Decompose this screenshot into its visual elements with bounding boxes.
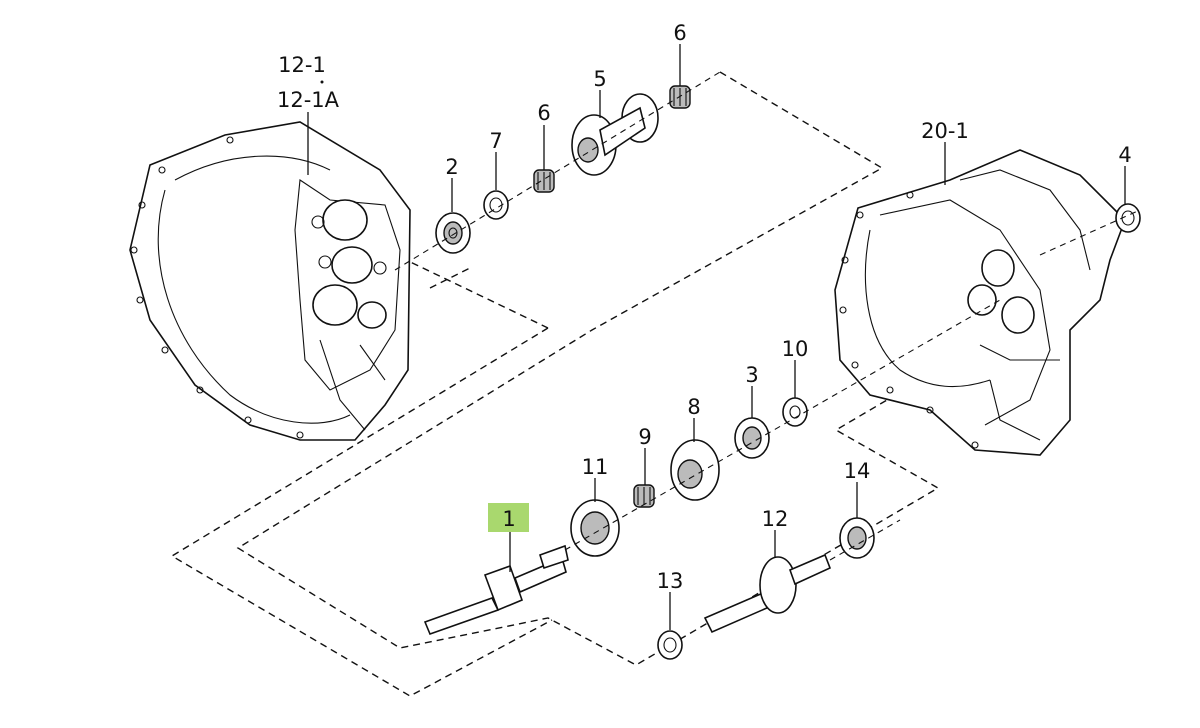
bearing-part-2 bbox=[435, 212, 471, 254]
callout-14[interactable]: 14 bbox=[844, 459, 871, 483]
main-shaft-part-1 bbox=[423, 544, 569, 636]
callout-10[interactable]: 10 bbox=[782, 337, 809, 361]
callout-5[interactable]: 5 bbox=[593, 67, 606, 91]
callout-7[interactable]: 7 bbox=[489, 129, 502, 153]
callout-12[interactable]: 12 bbox=[762, 507, 789, 531]
callout-9[interactable]: 9 bbox=[638, 425, 651, 449]
clutch-housing bbox=[129, 121, 411, 441]
countershaft-part-12 bbox=[703, 553, 832, 634]
bearing-part-3 bbox=[734, 417, 770, 459]
callout-12-1[interactable]: 12-1 bbox=[278, 53, 326, 77]
bearing-part-14 bbox=[839, 517, 875, 559]
gear-part-8 bbox=[670, 439, 720, 501]
bearing-part-11 bbox=[570, 499, 620, 557]
callout-6a[interactable]: 6 bbox=[537, 101, 550, 125]
leader-lines bbox=[307, 44, 1126, 630]
callout-4[interactable]: 4 bbox=[1118, 143, 1131, 167]
callout-6b[interactable]: 6 bbox=[673, 21, 686, 45]
callout-3[interactable]: 3 bbox=[745, 363, 758, 387]
bearing-part-13 bbox=[657, 630, 683, 660]
callout-13[interactable]: 13 bbox=[657, 569, 684, 593]
callout-labels: 1 2 3 4 5 6 6 7 8 9 10 11 12 13 14 12-1 … bbox=[277, 21, 1132, 593]
needle-bearing-part-9 bbox=[633, 484, 655, 508]
transmission-case bbox=[834, 149, 1126, 456]
callout-11[interactable]: 11 bbox=[582, 455, 609, 479]
callout-8[interactable]: 8 bbox=[687, 395, 700, 419]
washer-part-10 bbox=[782, 397, 808, 427]
callout-2[interactable]: 2 bbox=[445, 155, 458, 179]
cluster-gear-part-5 bbox=[571, 93, 659, 176]
callout-1[interactable]: 1 bbox=[502, 507, 515, 531]
assembly-outline-lower bbox=[170, 257, 553, 697]
callout-20-1[interactable]: 20-1 bbox=[921, 119, 969, 143]
needle-bearing-part-6a bbox=[533, 169, 555, 193]
assembly-outline-upper bbox=[236, 71, 1041, 666]
seal-part-7 bbox=[483, 190, 509, 220]
callout-1-highlight bbox=[488, 503, 529, 532]
separator-dot bbox=[320, 80, 324, 84]
callout-12-1A[interactable]: 12-1A bbox=[277, 88, 340, 112]
seal-part-4 bbox=[1115, 203, 1141, 233]
